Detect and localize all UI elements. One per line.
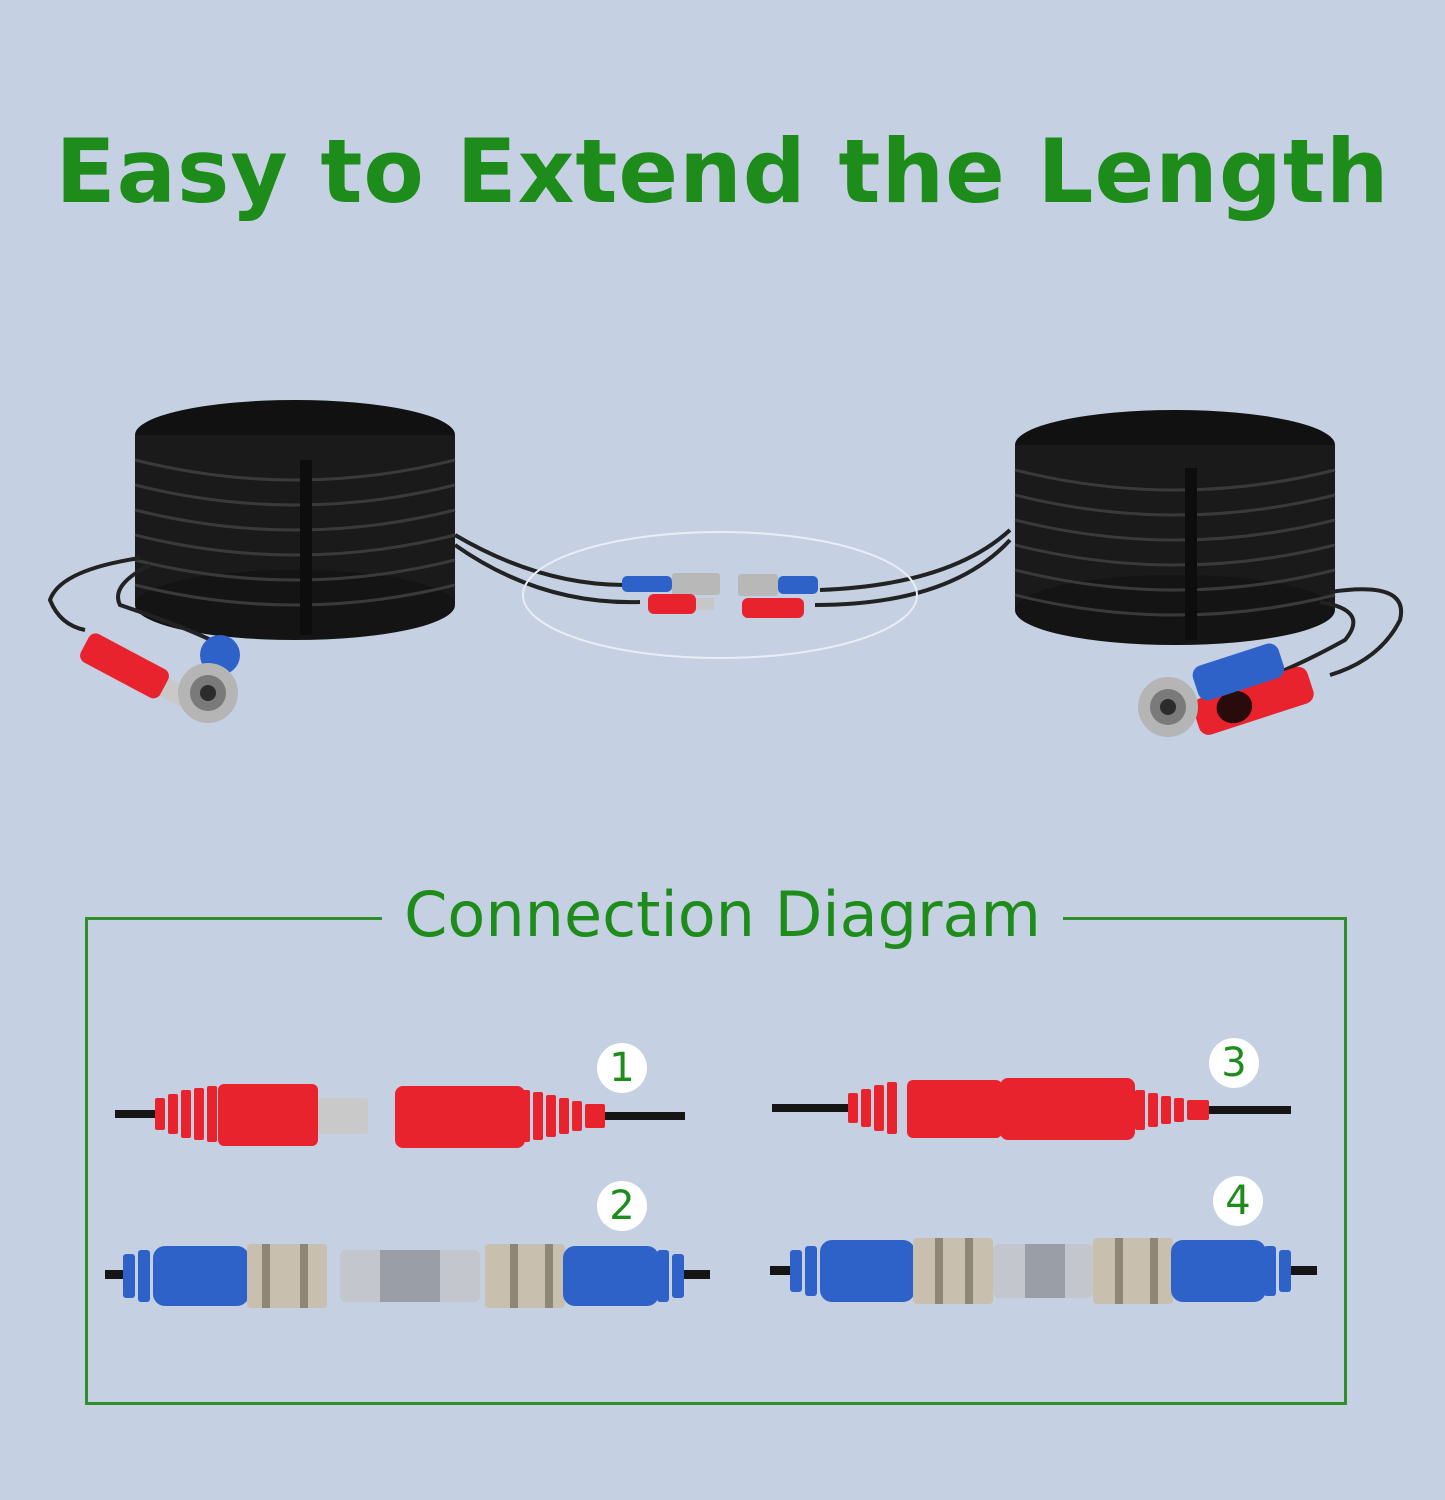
step-1-power-connectors [115, 1084, 685, 1148]
step-2-bnc-connectors [105, 1244, 710, 1308]
step-4-badge: 4 [1213, 1176, 1263, 1226]
cable-coils-illustration [47, 400, 1404, 737]
highlight-ellipse [522, 531, 918, 659]
step-3-power-connected [772, 1078, 1291, 1140]
connection-diagram-label: Connection Diagram [382, 878, 1063, 951]
step-3-badge: 3 [1209, 1038, 1259, 1088]
connection-diagram-title: Connection Diagram [0, 878, 1445, 951]
step-1-badge: 1 [597, 1043, 647, 1093]
page-title: Easy to Extend the Length [55, 120, 1390, 223]
left-cable-coil [134, 400, 456, 640]
step-2-badge: 2 [597, 1181, 647, 1231]
right-cable-coil [1014, 410, 1336, 645]
step-4-bnc-connected [770, 1238, 1317, 1304]
